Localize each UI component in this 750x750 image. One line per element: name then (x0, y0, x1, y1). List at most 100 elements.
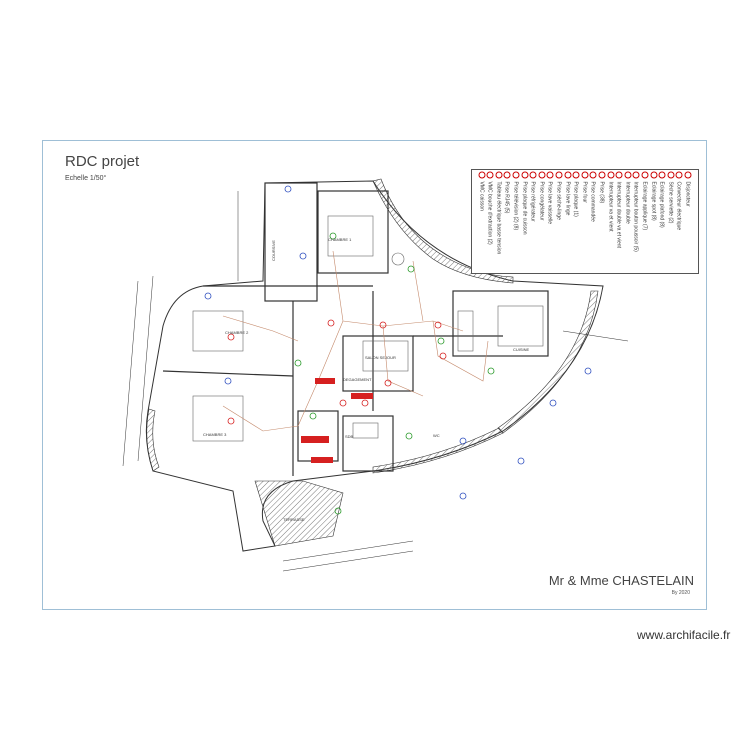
legend-label: Interrupteur double va et vient (615, 181, 622, 248)
legend-item: Sèche serviette (2) (667, 171, 675, 272)
legend-label: Prise (38) (598, 181, 605, 204)
plan-sheet: RDC projet Echelle 1/50° (42, 140, 707, 610)
legend-symbol-icon (503, 171, 511, 179)
legend-symbol-icon (624, 171, 632, 179)
legend-label: Prise sèche-linge (555, 181, 562, 220)
legend-symbol-icon (684, 171, 692, 179)
legend-label: Prise four (581, 181, 588, 203)
legend-item: Prise télévision (2) (8) (512, 171, 520, 272)
terrace-hatch (254, 480, 344, 547)
legend-item: Eclairage spot (8) (650, 171, 658, 272)
legend-item: Prise congélateur (538, 171, 546, 272)
legend-item: Prise RJ45 (5) (503, 171, 511, 272)
floor-plan: CHAMBRE 1 CHAMBRE 2 CHAMBRE 3 SALON SEJO… (122, 178, 629, 572)
legend-symbol-icon (529, 171, 537, 179)
legend-label: Eclairage applique (7) (641, 181, 648, 231)
green-symbols (294, 232, 495, 515)
legend-label: Convecteur électrique (676, 181, 683, 231)
legend-symbol-icon (478, 171, 486, 179)
author-mark: By 2020 (671, 590, 690, 596)
legend-label: Prise lave vaisselle (547, 181, 554, 225)
legend-item: VMC bouche d'extraction (2) (486, 171, 494, 272)
svg-text:CHAMBRE 3: CHAMBRE 3 (203, 432, 227, 437)
legend-item: Tableau électrique basse tension (495, 171, 503, 272)
legend-symbol-icon (572, 171, 580, 179)
svg-text:DEGAGEMENT: DEGAGEMENT (343, 377, 372, 382)
watermark-link[interactable]: www.archifacile.fr (637, 628, 731, 642)
legend-symbol-icon (658, 171, 666, 179)
svg-text:CHAMBRE 1: CHAMBRE 1 (328, 237, 352, 242)
furniture (192, 215, 544, 442)
red-symbols (227, 319, 447, 425)
legend-item: Prise lave linge (564, 171, 572, 272)
blue-symbols (204, 185, 592, 500)
svg-text:SDB: SDB (345, 434, 354, 439)
legend-symbol-icon (555, 171, 563, 179)
legend-item: Prise plaque de cuisson (521, 171, 529, 272)
legend-item: Prise sèche-linge (555, 171, 563, 272)
legend-symbol-icon (546, 171, 554, 179)
legend-symbol-icon (675, 171, 683, 179)
legend-item: Interrupteur double (624, 171, 632, 272)
legend-label: VMC caisson (478, 181, 485, 211)
legend-label: Eclairage spot (8) (650, 181, 657, 221)
legend-item: Disjoncteur (684, 171, 692, 272)
legend-symbol-icon (615, 171, 623, 179)
legend-symbol-icon (632, 171, 640, 179)
legend-symbol-icon (581, 171, 589, 179)
svg-text:CHAMBRE 2: CHAMBRE 2 (225, 330, 249, 335)
legend-label: Tableau électrique basse tension (495, 181, 502, 255)
svg-text:TERRASSE: TERRASSE (283, 517, 305, 522)
legend-label: Prise télévision (2) (8) (512, 181, 519, 231)
legend-label: Prise RJ45 (5) (504, 181, 511, 214)
legend-label: Prise plaque de cuisson (521, 181, 528, 235)
legend-item: Convecteur électrique (675, 171, 683, 272)
svg-text:COURSIVE: COURSIVE (271, 240, 276, 261)
legend-item: Interrupteur bouton poussoir (5) (632, 171, 640, 272)
legend-item: Prise plaque (1) (572, 171, 580, 272)
legend-symbol-icon (598, 171, 606, 179)
dimension-lines (122, 191, 629, 572)
legend-label: Prise plaque (1) (572, 181, 579, 217)
legend-symbol-icon (607, 171, 615, 179)
svg-text:WC: WC (433, 433, 440, 438)
legend-item: Prise réfrigérateur (529, 171, 537, 272)
legend-item: Interrupteur va et vient (607, 171, 615, 272)
red-tags (301, 378, 373, 463)
legend-item: Prise (38) (598, 171, 606, 272)
legend-symbol-icon (486, 171, 494, 179)
legend-item: VMC caisson (478, 171, 486, 272)
legend-label: Prise congélateur (538, 181, 545, 221)
legend-label: Eclairage plafond (8) (658, 181, 665, 228)
legend-symbol-icon (538, 171, 546, 179)
east-wall-band (497, 290, 599, 434)
legend-label: Sèche serviette (2) (667, 181, 674, 224)
legend-item: Eclairage applique (7) (641, 171, 649, 272)
legend-symbol-icon (667, 171, 675, 179)
legend-label: Interrupteur double (624, 181, 631, 224)
plan-title: RDC projet (65, 153, 140, 170)
south-wall-band (372, 427, 504, 474)
legend-symbol-icon (650, 171, 658, 179)
legend-label: VMC bouche d'extraction (2) (486, 181, 493, 245)
legend-symbol-icon (521, 171, 529, 179)
legend-item: Prise lave vaisselle (546, 171, 554, 272)
legend-symbol-icon (495, 171, 503, 179)
legend-item: Prise four (581, 171, 589, 272)
legend-label: Interrupteur va et vient (607, 181, 614, 232)
plan-scale: Echelle 1/50° (65, 175, 107, 182)
legend-symbol-icon (641, 171, 649, 179)
client-name: Mr & Mme CHASTELAIN (548, 573, 694, 588)
interior-walls (162, 182, 549, 476)
legend-symbol-icon (589, 171, 597, 179)
legend-item: Prise commandée (589, 171, 597, 272)
legend-symbol-icon (512, 171, 520, 179)
legend-symbol-icon (564, 171, 572, 179)
curved-wall-band (372, 178, 514, 284)
sw-wall-band (146, 408, 160, 472)
legend-label: Prise réfrigérateur (529, 181, 536, 222)
legend-label: Prise lave linge (564, 181, 571, 216)
legend-item: Eclairage plafond (8) (658, 171, 666, 272)
svg-text:SALON SEJOUR: SALON SEJOUR (365, 355, 396, 360)
